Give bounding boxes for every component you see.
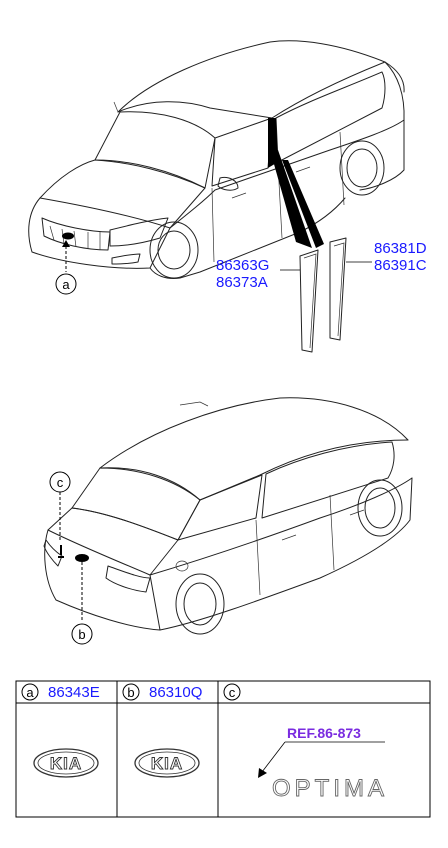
kia-emblem-a: KIA: [33, 748, 99, 778]
callout-c: c: [49, 471, 71, 542]
optima-badge-text: OPTIMA: [272, 775, 388, 802]
callout-a: a: [55, 240, 77, 295]
table-letter-a: a: [26, 685, 34, 700]
table-letter-c: c: [229, 685, 236, 700]
table-part-no-b: 86310Q: [149, 684, 202, 701]
ref-label: REF.86-873: [287, 725, 361, 741]
table-letter-b: b: [127, 685, 134, 700]
table-part-no-a: 86343E: [48, 684, 100, 701]
callout-b: b: [71, 562, 93, 645]
pillar-moulding-parts: [280, 237, 372, 353]
callout-a-label: a: [62, 277, 70, 292]
parts-table: a 86343E b 86310Q c: [15, 680, 431, 818]
callout-b-label: b: [78, 627, 85, 642]
moulding-right-label-2: 86391C: [374, 257, 427, 274]
rear-car-drawing: [43, 397, 413, 635]
moulding-right-label-1: 86381D: [374, 240, 427, 257]
optima-badge-cell: REF.86-873 OPTIMA: [258, 725, 388, 802]
kia-emblem-b-text: KIA: [151, 754, 183, 773]
moulding-left-label-2: 86373A: [216, 274, 268, 291]
kia-emblem-b: KIA: [134, 748, 200, 778]
callout-c-label: c: [57, 475, 64, 490]
kia-emblem-a-text: KIA: [50, 754, 82, 773]
moulding-left-label-1: 86363G: [216, 257, 269, 274]
front-car-drawing: [28, 40, 405, 279]
